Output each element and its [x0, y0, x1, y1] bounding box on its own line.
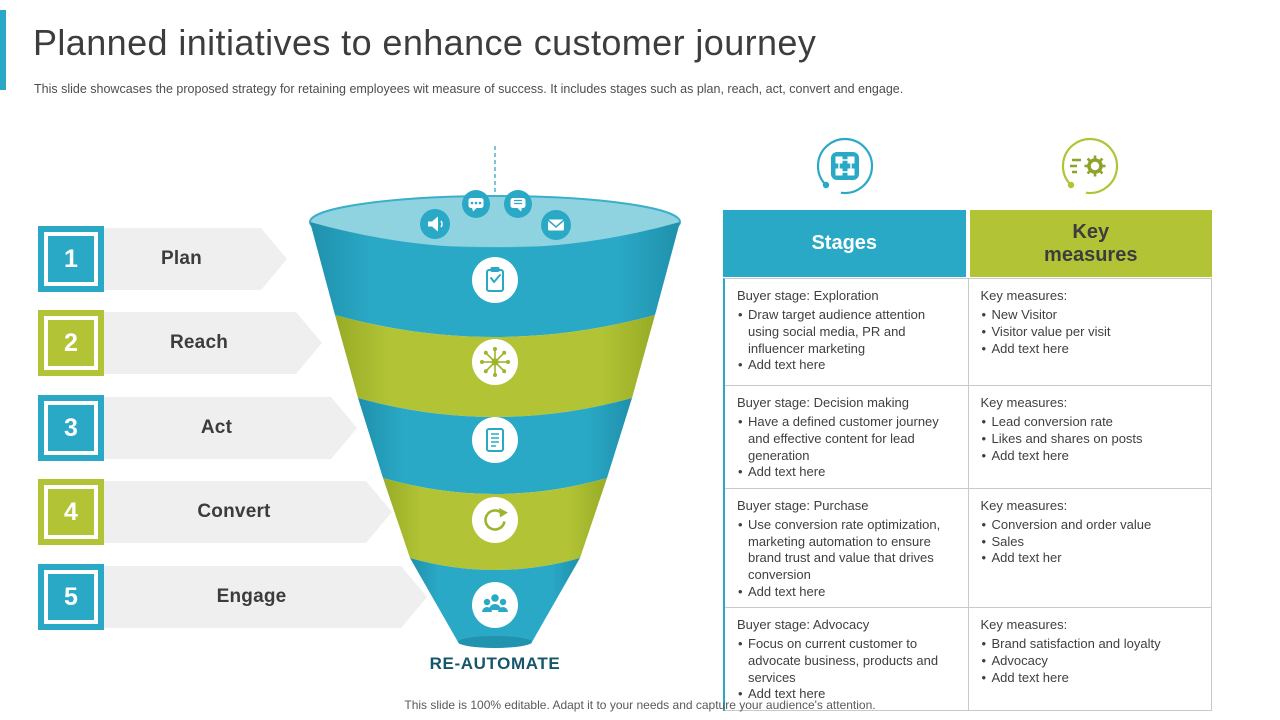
document-icon [472, 417, 518, 463]
stage-number-badge: 5 [38, 564, 104, 630]
bullet-item: Use conversion rate optimization, market… [737, 517, 958, 584]
stage-label: Act [200, 417, 233, 438]
bullet-item: Conversion and order value [981, 517, 1202, 534]
network-icon [472, 339, 518, 385]
stage-arrow: Convert [102, 481, 392, 543]
cell-title: Buyer stage: Exploration [737, 288, 879, 303]
bullet-item: New Visitor [981, 307, 1202, 324]
stage-label: Convert [197, 501, 271, 522]
stage-number-badge: 3 [38, 395, 104, 461]
stages-table: Stages Key measures Buyer stage: Explora… [723, 210, 1212, 711]
bullet-item: Draw target audience attention using soc… [737, 307, 958, 357]
speaker-icon [420, 209, 450, 239]
stage-arrow: Reach [102, 312, 322, 374]
page-title: Planned initiatives to enhance customer … [33, 22, 817, 63]
key-measures-header-label: Key measures [1044, 220, 1138, 266]
funnel-bottom [458, 636, 532, 648]
bullet-list: Use conversion rate optimization, market… [737, 517, 958, 600]
cell-title: Key measures: [980, 617, 1068, 633]
stage-number-badge: 4 [38, 479, 104, 545]
stage-label: Reach [169, 332, 229, 353]
stage-cell-purchase: Buyer stage: Purchase Use conversion rat… [725, 488, 969, 609]
bullet-list: Conversion and order value Sales Add tex… [981, 517, 1202, 567]
bullet-item: Advocacy [981, 653, 1202, 670]
bullet-item: Lead conversion rate [981, 414, 1202, 431]
stage-arrow: Engage [102, 566, 427, 628]
cell-title: Buyer stage: Advocacy [737, 617, 870, 633]
bullet-item: Add text here [981, 341, 1202, 358]
cell-title: Key measures: [980, 497, 1068, 513]
stage-number-badge: 1 [38, 226, 104, 292]
mail-icon [541, 210, 571, 240]
table-header: Stages Key measures [723, 210, 1212, 277]
measures-cell-advocacy: Key measures: Brand satisfaction and loy… [968, 608, 1212, 711]
cell-title: Key measures: [980, 288, 1068, 303]
bullet-list: Lead conversion rate Likes and shares on… [981, 414, 1202, 464]
people-icon [472, 582, 518, 628]
bullet-item: Add text her [981, 550, 1202, 567]
bullet-list: Focus on current customer to advocate bu… [737, 636, 958, 703]
bullet-item: Add text here [737, 584, 958, 601]
stage-label: Engage [216, 586, 287, 607]
stage-arrow: Plan [102, 228, 287, 290]
bullet-list: Brand satisfaction and loyalty Advocacy … [981, 636, 1202, 686]
bullet-item: Sales [981, 534, 1202, 551]
stage-arrow: Act [102, 397, 357, 459]
bullet-item: Add text here [981, 448, 1202, 465]
cell-title: Buyer stage: Purchase [737, 497, 869, 513]
bullet-item: Add text here [737, 686, 958, 703]
bullet-item: Visitor value per visit [981, 324, 1202, 341]
bullet-item: Likes and shares on posts [981, 431, 1202, 448]
measures-cell-decision: Key measures: Lead conversion rate Likes… [968, 386, 1212, 489]
stage-cell-decision: Buyer stage: Decision making Have a defi… [725, 386, 969, 489]
stage-cell-exploration: Buyer stage: Exploration Draw target aud… [725, 279, 969, 386]
refresh-icon [472, 497, 518, 543]
bullet-item: Add text here [737, 357, 958, 374]
bullet-list: New Visitor Visitor value per visit Add … [981, 307, 1202, 357]
cell-title: Buyer stage: Decision making [737, 395, 909, 410]
integration-icon [813, 134, 877, 198]
subtitle: This slide showcases the proposed strate… [34, 82, 904, 96]
cell-title: Key measures: [980, 395, 1068, 410]
chat-lines-icon [504, 190, 532, 218]
funnel-diagram [309, 146, 681, 648]
stage-label: Plan [161, 248, 202, 269]
bullet-item: Add text here [737, 464, 958, 481]
measures-cell-exploration: Key measures: New Visitor Visitor value … [968, 279, 1212, 386]
automation-icon [1058, 134, 1122, 198]
bullet-list: Have a defined customer journey and effe… [737, 414, 958, 481]
bullet-item: Focus on current customer to advocate bu… [737, 636, 958, 686]
bullet-item: Brand satisfaction and loyalty [981, 636, 1202, 653]
stages-header: Stages [723, 210, 966, 277]
left-accent-bar [0, 10, 6, 90]
bullet-list: Draw target audience attention using soc… [737, 307, 958, 374]
measures-cell-purchase: Key measures: Conversion and order value… [968, 488, 1212, 609]
key-measures-header: Key measures [969, 210, 1212, 277]
chat-dots-icon [462, 190, 490, 218]
stage-cell-advocacy: Buyer stage: Advocacy Focus on current c… [725, 608, 969, 711]
funnel-caption: RE-AUTOMATE [429, 654, 561, 673]
stage-number-badge: 2 [38, 310, 104, 376]
bullet-item: Have a defined customer journey and effe… [737, 414, 958, 464]
clipboard-icon [472, 257, 518, 303]
table-body: Buyer stage: Exploration Draw target aud… [723, 278, 1212, 711]
footer-note: This slide is 100% editable. Adapt it to… [404, 698, 876, 712]
bullet-item: Add text here [981, 670, 1202, 687]
